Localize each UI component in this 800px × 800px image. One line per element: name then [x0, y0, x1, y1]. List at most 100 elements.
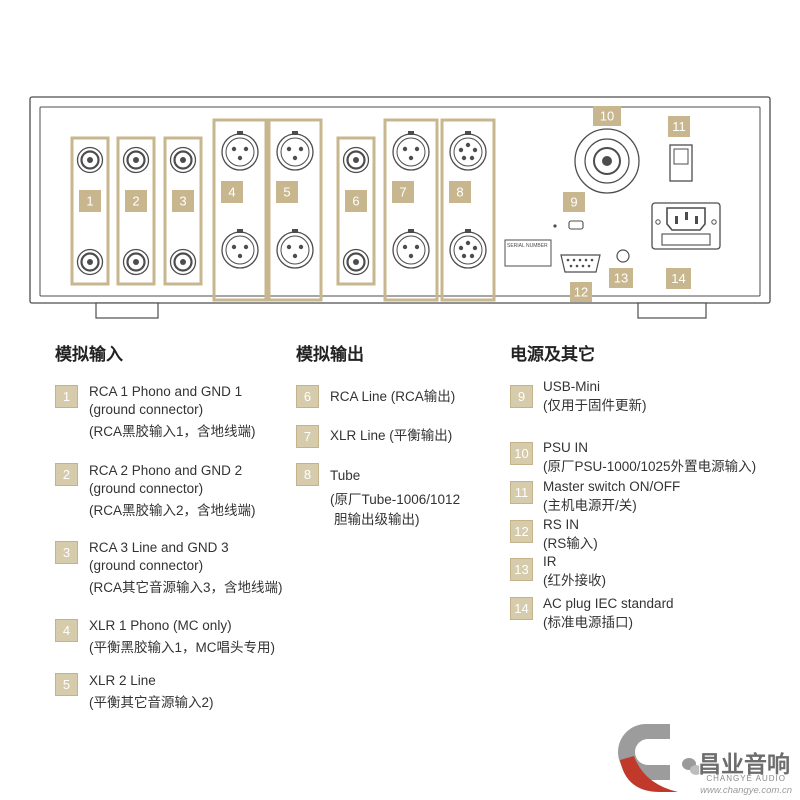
legend-number-14: 14	[510, 597, 533, 620]
xlr-input-2-connector-bottom-pin-2	[298, 244, 304, 250]
master-power-switch	[669, 144, 693, 182]
rca-input-2-column	[116, 136, 156, 286]
db9-pin-bottom-2	[575, 264, 579, 268]
panel-label-10-box	[593, 106, 621, 126]
rca-output-jack-top-pin	[353, 157, 359, 163]
rca-input-2-jack-bottom-sleeve	[126, 252, 146, 272]
legend-item-14-en: AC plug IEC standard	[543, 596, 674, 611]
rs-input-port	[560, 254, 601, 273]
legend-number-2: 2	[55, 463, 78, 486]
panel-label-11-number: 11	[672, 119, 686, 134]
xlr-input-2-column	[267, 118, 323, 302]
left-foot	[95, 302, 159, 319]
rca-output-frame	[336, 136, 376, 286]
panel-label-14-number: 14	[671, 271, 685, 286]
panel-label-9-number: 9	[570, 195, 577, 210]
db9-shell	[560, 254, 601, 273]
panel-label-4-box	[221, 181, 243, 203]
legend-item-14: AC plug IEC standard (标准电源插口)	[543, 594, 674, 632]
serial-number-label: SERIAL NUMBER	[507, 243, 548, 249]
panel-label-10-number: 10	[600, 109, 614, 124]
tube-output-connector-top-insert	[453, 137, 483, 167]
panel-label-10: 10	[593, 106, 621, 126]
rca-input-3-frame	[163, 136, 203, 286]
xlr-output-connector-top-latch	[408, 131, 414, 135]
xlr-input-2-connector-bottom-latch	[292, 229, 298, 233]
panel-label-1-number: 1	[86, 194, 93, 209]
ir-window	[616, 249, 630, 263]
legend-item-3-en2: (ground connector)	[89, 558, 204, 573]
xlr-input-1-connector-bottom	[221, 229, 259, 269]
xlr-input-2-connector-top	[276, 131, 314, 171]
legend-item-8-cn: (原厂Tube-1006/1012	[330, 492, 461, 507]
wechat-icon-bubble-small	[690, 765, 702, 775]
legend-item-14-cn: (标准电源插口)	[543, 615, 633, 630]
xlr-input-1-connector-top-shell	[221, 133, 259, 171]
xlr-output-column	[383, 118, 439, 302]
legend-item-8-en: Tube	[330, 468, 361, 483]
rca-input-1-jack-bottom-sleeve	[80, 252, 100, 272]
xlr-input-2-connector-top-pin-3	[292, 155, 298, 161]
legend-number-4: 4	[55, 619, 78, 642]
rca-output-jack-top	[342, 146, 370, 174]
watermark-logo	[618, 724, 702, 792]
legend-item-9-cn: (仅用于固件更新)	[543, 398, 647, 413]
tube-output-connector-top-pin-5	[465, 142, 471, 148]
panel-label-6-number: 6	[352, 194, 359, 209]
legend-item-2-cn: (RCA黑胶输入2，含地线端)	[89, 503, 256, 518]
xlr-input-1-connector-bottom-shell	[221, 231, 259, 269]
tube-output-connector-bottom-pin-2	[472, 245, 478, 251]
rca-input-3-column	[163, 136, 203, 286]
legend-item-11-cn: (主机电源开/关)	[543, 498, 637, 513]
xlr-input-2-connector-top-pin-1	[286, 146, 292, 152]
xlr-input-1-connector-bottom-pin-1	[231, 244, 237, 250]
legend-item-11: Master switch ON/OFF (主机电源开/关)	[543, 477, 680, 515]
legend-item-1: RCA 1 Phono and GND 1 (ground connector)…	[89, 383, 256, 441]
tube-output-frame	[440, 118, 496, 302]
legend-item-10-cn: (原厂PSU-1000/1025外置电源输入)	[543, 459, 757, 474]
xlr-input-1-connector-bottom-pin-2	[243, 244, 249, 250]
legend-item-3-cn: (RCA其它音源输入3，含地线端)	[89, 580, 283, 595]
iec-pin-live	[675, 216, 678, 224]
rca-output-jack-bottom-pin	[353, 259, 359, 265]
panel-label-7-box	[392, 181, 414, 203]
rca-input-1-jack-bottom	[76, 248, 104, 276]
legend-number-6: 6	[296, 385, 319, 408]
xlr-output-connector-top-pin-3	[408, 155, 414, 161]
legend-item-3: RCA 3 Line and GND 3 (ground connector) …	[89, 539, 283, 597]
legend-number-13: 13	[510, 558, 533, 581]
legend-item-1-en2: (ground connector)	[89, 402, 204, 417]
rca-input-2-jack-top	[122, 146, 150, 174]
legend-item-1-en: RCA 1 Phono and GND 1	[89, 384, 243, 399]
xlr-input-2-connector-top-latch	[292, 131, 298, 135]
legend-item-9-en: USB-Mini	[543, 379, 601, 394]
tube-output-connector-bottom-pin-3	[461, 253, 467, 259]
xlr-input-2-frame	[267, 118, 323, 302]
usb-socket	[568, 220, 584, 230]
xlr-output-connector-top	[392, 131, 430, 171]
tube-output-connector-bottom-pin-1	[458, 245, 464, 251]
tube-output-column	[440, 118, 496, 302]
panel-label-3-box	[172, 190, 194, 212]
rca-input-2-jack-bottom	[122, 248, 150, 276]
legend-item-10-en: PSU IN	[543, 440, 589, 455]
panel-label-11: 11	[668, 116, 690, 137]
xlr-output-connector-top-shell	[392, 133, 430, 171]
legend-item-12: RS IN (RS输入)	[543, 515, 598, 553]
rca-input-2-jack-bottom-pin	[133, 259, 139, 265]
panel-label-3: 3	[172, 190, 194, 212]
rca-input-1-jack-top-pin	[87, 157, 93, 163]
panel-label-7-number: 7	[399, 185, 406, 200]
xlr-output-connector-bottom-insert	[396, 235, 426, 265]
psu-middle-ring	[584, 138, 630, 184]
tube-output-connector-top-pin-4	[469, 155, 475, 161]
xlr-output-connector-top-pin-1	[402, 146, 408, 152]
xlr-input-2-connector-top-pin-2	[298, 146, 304, 152]
iec-screw-right	[711, 219, 717, 225]
db9-pin-top-3	[578, 258, 582, 262]
rca-output-jack-top-sleeve	[346, 150, 366, 170]
rca-input-3-jack-top-sleeve	[173, 150, 193, 170]
panel-label-8: 8	[449, 181, 471, 203]
panel-label-4: 4	[221, 181, 243, 203]
legend-item-13-cn: (红外接收)	[543, 573, 606, 588]
